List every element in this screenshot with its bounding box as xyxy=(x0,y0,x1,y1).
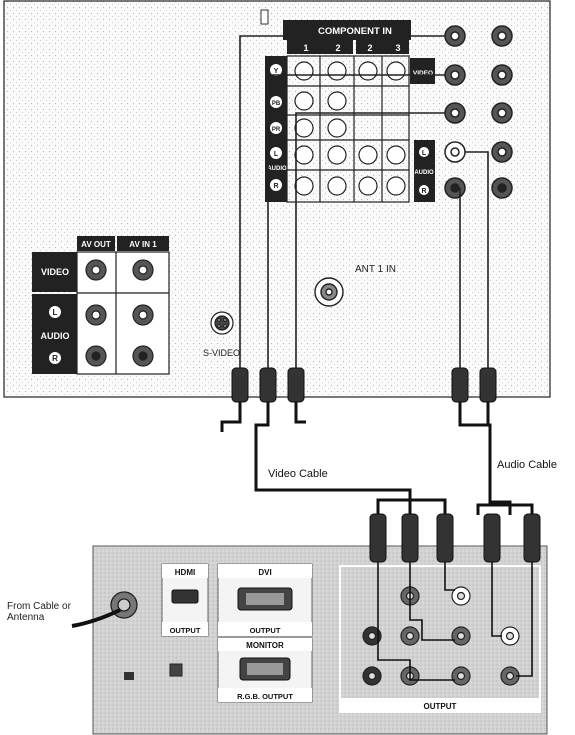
hdmi-output-label: OUTPUT xyxy=(170,626,201,635)
left-video-label: VIDEO xyxy=(41,267,69,277)
optical-port xyxy=(169,663,183,677)
video-label: VIDEO xyxy=(413,70,433,77)
dvi-output-label: OUTPUT xyxy=(250,626,281,635)
row-label-audio: AUDIO xyxy=(267,166,287,172)
row-label-pr: PR xyxy=(272,127,281,133)
av-out-label: AV OUT xyxy=(81,240,111,249)
row-label-pb: PB xyxy=(272,101,281,107)
audio-r-label: R xyxy=(421,188,426,195)
source-switch xyxy=(124,672,134,680)
tv-small-marker xyxy=(260,9,269,25)
dvi-label: DVI xyxy=(258,568,271,577)
audio-cable-wires xyxy=(459,151,489,370)
hdmi-port xyxy=(171,589,199,604)
av-col-3: 3 xyxy=(395,43,400,53)
audio-label: AUDIO xyxy=(414,170,434,176)
av-out-header xyxy=(77,236,115,251)
component-in-label: COMPONENT IN xyxy=(318,26,392,37)
component-col-2: 2 xyxy=(335,43,340,53)
source-side-wires xyxy=(377,560,533,681)
av-col-2: 2 xyxy=(367,43,372,53)
antenna-jack xyxy=(314,277,344,307)
audio-label-box xyxy=(414,140,435,202)
audio-cable-bundle xyxy=(458,402,534,515)
antenna-label: ANT 1 IN xyxy=(355,264,396,275)
audio-cable-label: Audio Cable xyxy=(497,459,557,471)
from-cable-line2: Antenna xyxy=(7,612,45,623)
from-cable-line1: From Cable or xyxy=(7,601,72,612)
component-in-header xyxy=(283,20,411,40)
antenna-input-cable xyxy=(71,608,121,628)
hdmi-label: HDMI xyxy=(175,568,195,577)
output-label: OUTPUT xyxy=(424,702,457,711)
left-audio-label: AUDIO xyxy=(41,331,70,341)
video-cable-label: Video Cable xyxy=(268,468,328,480)
left-l-label: L xyxy=(53,308,58,317)
video-cable-bundle xyxy=(220,402,447,515)
monitor-label: MONITOR xyxy=(246,641,284,650)
video-cable-wires xyxy=(239,35,445,370)
svideo-jack xyxy=(210,311,234,335)
left-video-label-box xyxy=(32,252,77,292)
audio-l-label: L xyxy=(422,150,427,157)
av-in1-label: AV IN 1 xyxy=(129,240,157,249)
component-col-1: 1 xyxy=(303,43,308,53)
svideo-label: S-VIDEO xyxy=(203,348,240,358)
video-label-box xyxy=(410,58,435,84)
av-col-header xyxy=(356,40,409,54)
component-col-header xyxy=(287,40,353,54)
rgb-output-label: R.G.B. OUTPUT xyxy=(237,692,293,701)
row-label-y: Y xyxy=(274,68,279,75)
left-r-label: R xyxy=(52,354,58,363)
av-jack-grid xyxy=(76,251,170,375)
source-side-plugs xyxy=(369,513,541,563)
row-label-r: R xyxy=(273,183,278,190)
av-in1-header xyxy=(117,236,169,251)
tv-right-jacks xyxy=(444,25,513,199)
row-label-l: L xyxy=(274,151,279,158)
